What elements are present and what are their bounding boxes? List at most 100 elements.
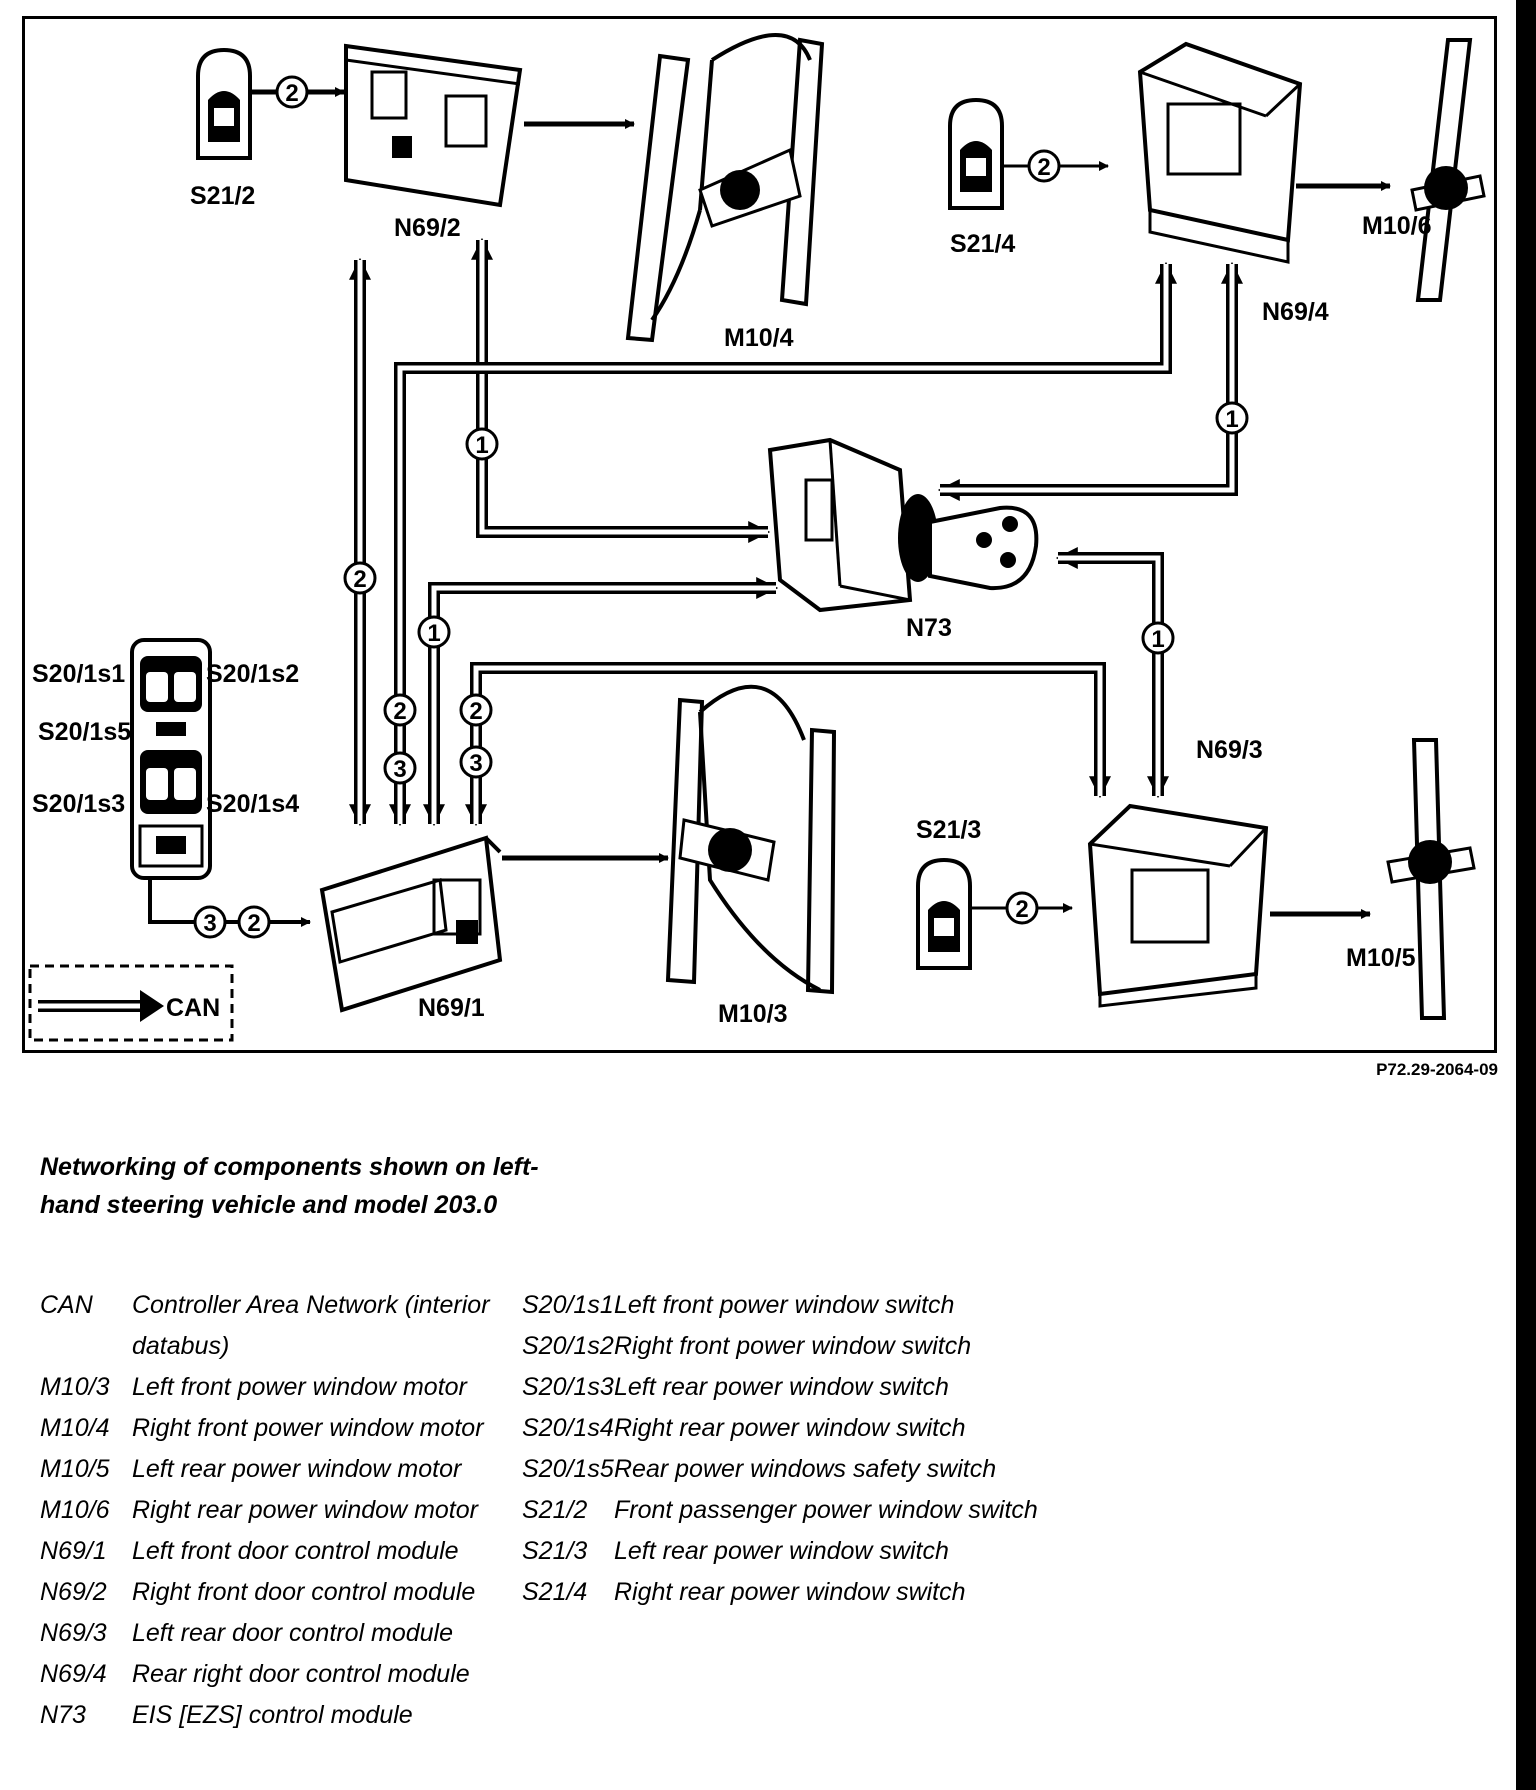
legend-description: Rear right door control module [132, 1660, 470, 1688]
legend-code: S21/3 [522, 1537, 588, 1565]
label-s20-1s1: S20/1s1 [32, 660, 125, 688]
legend-code: N73 [40, 1701, 86, 1729]
legend-description: Left rear power window switch [614, 1373, 949, 1401]
module-n69-3-icon [1087, 803, 1269, 1008]
switch-s21-4-icon [948, 97, 1004, 210]
legend-description: Right front door control module [132, 1578, 476, 1606]
legend-row: N69/1 Left front door control module [40, 1531, 510, 1572]
legend-description: Left front power window switch [614, 1291, 955, 1319]
legend-description: Right rear power window switch [614, 1414, 966, 1442]
label-s21-3: S21/3 [916, 816, 981, 844]
legend-title: Networking of components shown on left-h… [40, 1153, 539, 1219]
legend-description: Left front door control module [132, 1537, 459, 1565]
marker-s21-2-n69-2: 2 [275, 75, 309, 109]
legend-code: N69/2 [40, 1578, 107, 1606]
legend-code: S20/1s2 [522, 1332, 614, 1360]
component-network-diagram: 2 2 2 3 2 2 1 1 1 1 2 3 2 3 CAN S21/2 N6… [28, 33, 1486, 1042]
label-n69-3: N69/3 [1196, 736, 1263, 764]
legend-code: S20/1s1 [522, 1291, 614, 1319]
label-m10-6: M10/6 [1362, 212, 1431, 240]
legend-code: S20/1s4 [522, 1414, 614, 1442]
marker-s21-4-n69-4: 2 [1027, 149, 1061, 183]
svg-text:1: 1 [427, 620, 440, 647]
svg-text:3: 3 [469, 750, 482, 777]
svg-text:1: 1 [1151, 626, 1164, 653]
legend-code: S20/1s3 [522, 1373, 614, 1401]
svg-text:2: 2 [247, 910, 260, 937]
legend-description: EIS [EZS] control module [132, 1701, 413, 1729]
marker-s20-1-n69-1-two: 2 [237, 905, 271, 939]
can-legend-label: CAN [166, 994, 220, 1022]
marker-n69-2-n73-one: 1 [465, 427, 499, 461]
svg-text:1: 1 [475, 432, 488, 459]
legend-description: Left rear power window switch [614, 1537, 949, 1565]
module-n69-4-icon [1137, 41, 1303, 264]
legend-description: Right rear power window switch [614, 1578, 966, 1606]
legend-row: S21/3 Left rear power window switch [522, 1531, 1042, 1572]
legend-code: N69/3 [40, 1619, 107, 1647]
eis-module-n73-icon [767, 437, 1039, 613]
svg-text:2: 2 [1037, 154, 1050, 181]
label-m10-4: M10/4 [724, 324, 794, 352]
legend-description: Controller Area Network (interior databu… [132, 1291, 490, 1360]
legend-description: Left front power window motor [132, 1373, 467, 1401]
legend-left-column: CAN Controller Area Network (interior dat… [40, 1285, 510, 1736]
label-n69-4: N69/4 [1262, 298, 1329, 326]
legend-code: CAN [40, 1291, 93, 1319]
label-n69-2: N69/2 [394, 214, 461, 242]
legend-code: S20/1s5 [522, 1455, 614, 1483]
svg-text:2: 2 [393, 698, 406, 725]
legend-description: Right front power window motor [132, 1414, 484, 1442]
marker-vertical-bus-two: 2 [343, 561, 377, 595]
label-n69-1: N69/1 [418, 994, 485, 1022]
legend-code: M10/6 [40, 1496, 110, 1524]
window-motor-m10-4-icon [625, 33, 825, 343]
label-m10-5: M10/5 [1346, 944, 1416, 972]
svg-text:2: 2 [353, 566, 366, 593]
window-motor-m10-3-icon [665, 684, 837, 995]
diagram-frame [22, 16, 1497, 1053]
legend-description: Left rear power window motor [132, 1455, 462, 1483]
marker-n69-1-n73-one: 1 [417, 615, 451, 649]
legend-code: S21/4 [522, 1578, 588, 1606]
window-motor-m10-6-icon [1410, 38, 1486, 302]
legend-description: Right front power window switch [614, 1332, 972, 1360]
window-switch-panel-s20-1-icon [130, 638, 212, 880]
label-s20-1s3: S20/1s3 [32, 790, 125, 818]
connection-number-markers: 2 2 2 3 2 2 1 1 1 1 2 3 2 3 [193, 75, 1249, 939]
legend-code: M10/4 [40, 1414, 110, 1442]
legend-code: S21/2 [522, 1496, 588, 1524]
legend-row: M10/4 Right front power window motor [40, 1408, 510, 1449]
legend-row: N69/2 Right front door control module [40, 1572, 510, 1613]
svg-text:1: 1 [1225, 406, 1238, 433]
svg-text:2: 2 [469, 698, 482, 725]
svg-text:2: 2 [1015, 896, 1028, 923]
label-s20-1s5: S20/1s5 [38, 718, 131, 746]
marker-bus-476-three: 3 [459, 745, 493, 779]
module-n69-1-icon [319, 835, 503, 1013]
marker-bus-400-two: 2 [383, 693, 417, 727]
svg-text:3: 3 [393, 756, 406, 783]
marker-n69-3-n73-one: 1 [1141, 621, 1175, 655]
legend-code: M10/5 [40, 1455, 110, 1483]
label-s20-1s4: S20/1s4 [206, 790, 299, 818]
page-right-edge-bar [1516, 0, 1536, 1790]
marker-bus-400-three: 3 [383, 751, 417, 785]
switch-s21-2-icon [196, 47, 252, 160]
label-s21-4: S21/4 [950, 230, 1015, 258]
can-legend-box: CAN [28, 964, 234, 1042]
marker-bus-476-two: 2 [459, 693, 493, 727]
marker-n69-4-n73-one: 1 [1215, 401, 1249, 435]
legend-code: N69/1 [40, 1537, 107, 1565]
